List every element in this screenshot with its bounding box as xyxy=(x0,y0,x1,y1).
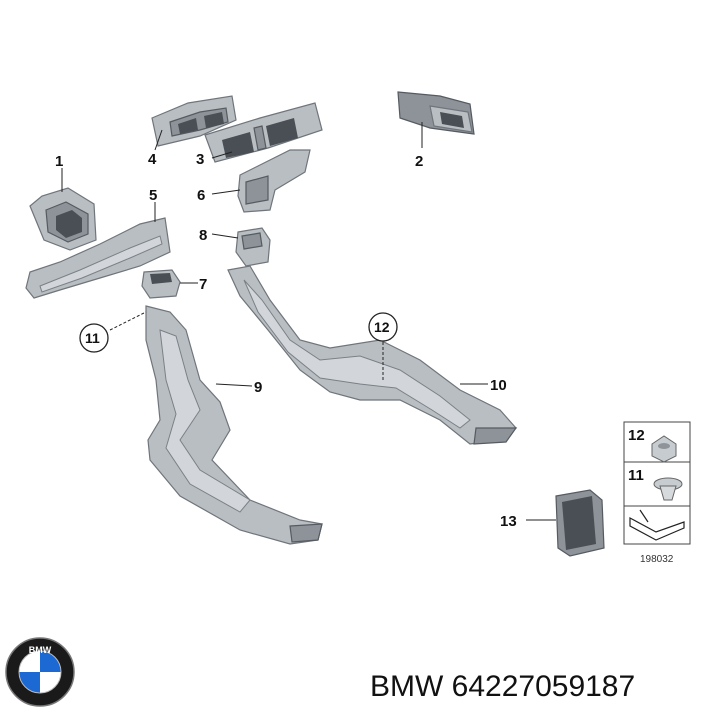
part-6-duct xyxy=(237,149,311,213)
callout-3: 3 xyxy=(196,151,204,168)
callout-5: 5 xyxy=(149,187,157,204)
callout-12-circle: 12 xyxy=(368,312,398,342)
part-8-duct-elbow xyxy=(235,227,271,267)
part-4-vent xyxy=(151,95,237,147)
callout-11-circle: 11 xyxy=(79,323,109,353)
callout-11-label: 11 xyxy=(85,330,100,346)
part-number-label: BMW 64227059187 xyxy=(370,670,635,703)
legend-item-12: 12 xyxy=(628,427,645,444)
part-3-center-vent xyxy=(204,102,323,163)
part-7-connector xyxy=(141,269,181,299)
part-1-side-vent xyxy=(29,187,97,251)
bracket-icon xyxy=(629,509,685,541)
logo-text: BMW xyxy=(29,645,52,655)
callout-13: 13 xyxy=(500,513,517,530)
part-5-left-duct xyxy=(25,217,171,299)
bmw-logo: BMW xyxy=(5,637,75,707)
part-9-rear-duct xyxy=(145,305,323,545)
part-2-vent xyxy=(397,91,475,135)
part-10-right-duct xyxy=(227,265,518,445)
legend-box: 12 11 198032 xyxy=(623,421,691,565)
callout-2: 2 xyxy=(415,153,423,170)
part-13-grill xyxy=(555,489,605,557)
callout-1: 1 xyxy=(55,153,63,170)
callout-7-8-b: 8 xyxy=(199,227,207,244)
callout-7: 7 xyxy=(199,276,207,293)
callout-10: 10 xyxy=(490,377,507,394)
diagram-number: 198032 xyxy=(640,554,674,565)
legend-item-11: 11 xyxy=(628,467,644,484)
callout-9: 9 xyxy=(254,379,262,396)
nut-icon xyxy=(651,435,677,463)
callout-4: 4 xyxy=(148,151,157,168)
leader-lines xyxy=(61,122,556,521)
callout-12-label: 12 xyxy=(374,319,390,335)
callout-6: 6 xyxy=(197,187,205,204)
clip-icon xyxy=(653,477,683,501)
